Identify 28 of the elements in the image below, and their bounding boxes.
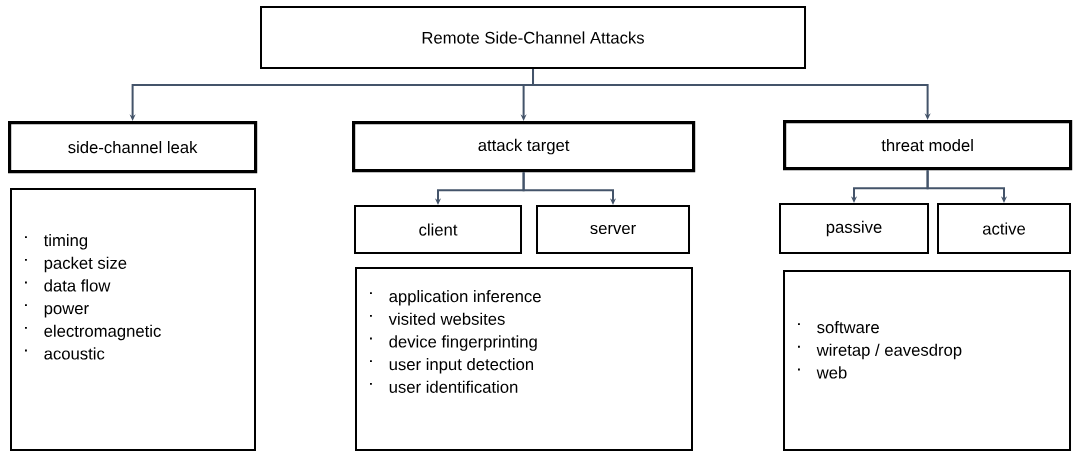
title-box: Remote Side-Channel Attacks bbox=[260, 6, 806, 69]
arrow bbox=[522, 171, 617, 205]
list-item: application inference bbox=[370, 290, 541, 306]
list-box bbox=[783, 270, 1071, 451]
list-item: power bbox=[25, 303, 89, 318]
subcategory-box: client bbox=[354, 205, 522, 254]
category-box: side-channel leak bbox=[8, 121, 258, 174]
list-item: device fingerprinting bbox=[370, 335, 537, 351]
list-item: user identification bbox=[370, 380, 518, 393]
category-box: threat model bbox=[783, 120, 1073, 171]
list-box bbox=[355, 267, 693, 451]
list-item: timing bbox=[25, 234, 88, 250]
arrow bbox=[926, 169, 1008, 203]
list-item: web bbox=[798, 366, 847, 379]
list-item: acoustic bbox=[25, 347, 105, 360]
list-item: wiretap / eavesdrop bbox=[798, 343, 962, 360]
category-box: attack target bbox=[352, 121, 696, 173]
list-item: visited websites bbox=[370, 312, 505, 325]
arrow bbox=[532, 68, 931, 120]
subcategory-box: passive bbox=[779, 203, 929, 254]
list-item: user input detection bbox=[370, 358, 533, 374]
list-item: packet size bbox=[25, 256, 127, 273]
list-item: software bbox=[798, 321, 879, 334]
list-item: electromagnetic bbox=[25, 324, 161, 341]
list-box bbox=[10, 188, 256, 451]
subcategory-box: active bbox=[937, 203, 1071, 254]
list-item: data flow bbox=[25, 279, 111, 292]
subcategory-box: server bbox=[536, 205, 690, 254]
